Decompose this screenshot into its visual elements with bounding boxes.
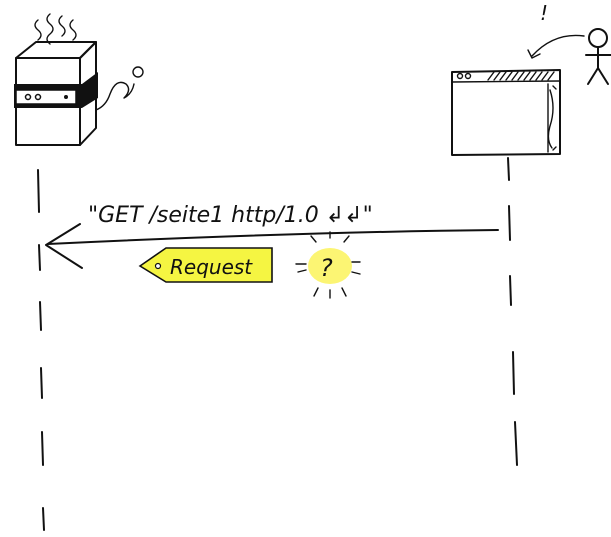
stick-figure-user-icon <box>585 28 611 85</box>
request-message-text: "GET /seite1 http/1.0 ↲↲" <box>88 203 373 228</box>
server-lifeline <box>37 169 45 531</box>
request-label-tag: Request <box>138 247 273 283</box>
request-arrow <box>45 223 499 269</box>
question-mark: ? <box>320 254 333 282</box>
exclamation-mark: ! <box>540 1 548 25</box>
lightbulb-question-icon: ? <box>295 231 361 299</box>
request-label: Request <box>170 255 253 279</box>
browser-window-icon <box>451 69 561 156</box>
browser-lifeline <box>507 157 518 466</box>
server-icon <box>14 13 144 146</box>
user-to-browser-arrow <box>527 34 585 59</box>
